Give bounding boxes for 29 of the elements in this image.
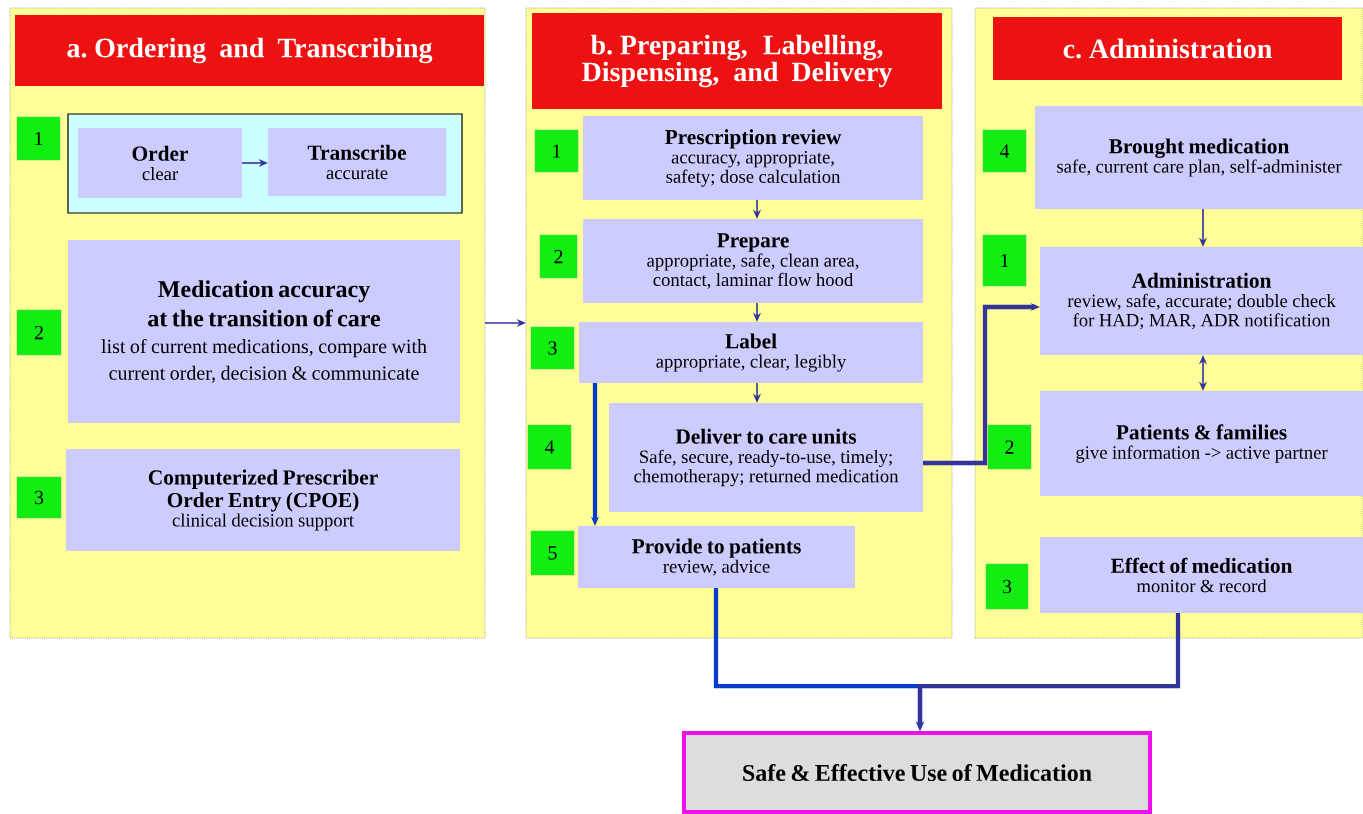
stage-header: c. Administration: [993, 17, 1342, 80]
step-number: 2: [539, 234, 578, 279]
step-box: Transcribe accurate: [268, 128, 446, 196]
step-box: Medication accuracy at the transition of care list of current medications, compare with current order, decision & communicate: [68, 240, 460, 423]
step-number: 3: [985, 563, 1029, 610]
step-number: 2: [16, 309, 62, 356]
step-number: 3: [530, 326, 575, 370]
step-box: Computerized Prescriber Order Entry (CPOE) clinical decision support: [66, 449, 460, 551]
step-number: 1: [16, 116, 61, 161]
step-number: 5: [530, 530, 575, 576]
outcome-box: Safe & Effective Use of Medication: [682, 731, 1152, 814]
step-box: Deliver to care units Safe, secure, ready-to-use, timely; chemotherapy; returned medication: [609, 403, 923, 512]
stage-header: a. Ordering and Transcribing: [15, 15, 484, 86]
step-box: Administration review, safe, accurate; double check for HAD; MAR, ADR notification: [1040, 247, 1363, 355]
step-box: Prescription review accuracy, appropriate, safety; dose calculation: [583, 116, 923, 200]
step-box: Patients & families give information -> active partner: [1040, 391, 1363, 496]
step-number: 4: [527, 424, 572, 470]
step-box: Prepare appropriate, safe, clean area, contact, laminar flow hood: [583, 219, 923, 303]
step-number: 2: [987, 424, 1032, 470]
step-box: Effect of medication monitor & record: [1040, 537, 1363, 613]
stage-header: b. Preparing, Labelling, Dispensing, and Delivery: [532, 13, 942, 109]
step-number: 4: [982, 129, 1027, 173]
step-box: Provide to patients review, advice: [578, 526, 855, 588]
step-box: Brought medication safe, current care plan, self-administer: [1035, 106, 1363, 209]
step-box: Order clear: [78, 128, 242, 198]
step-number: 1: [534, 129, 579, 173]
step-number: 1: [982, 234, 1027, 287]
step-number: 3: [16, 476, 62, 519]
step-box: Label appropriate, clear, legibly: [579, 322, 923, 383]
